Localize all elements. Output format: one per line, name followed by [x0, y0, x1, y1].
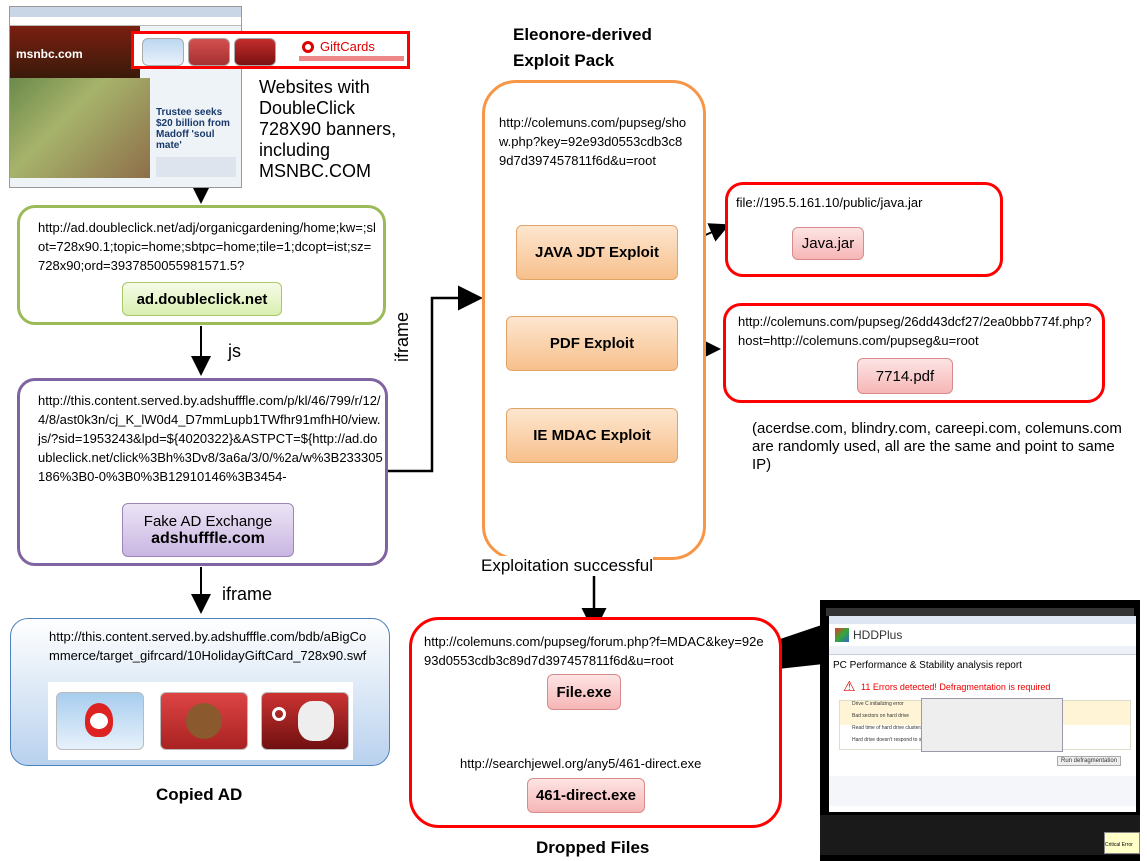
pdf-file: 7714.pdf [857, 358, 953, 394]
hdd-logo-icon [835, 628, 849, 642]
hdd-popup-title: Critical Error [1105, 842, 1133, 848]
adshufffle-label: Fake AD Exchange adshufffle.com [122, 503, 294, 557]
copied-ad-caption: Copied AD [156, 785, 243, 804]
hdd-error-row: Bad sectors on hard drive [852, 713, 909, 719]
dropped-box: http://colemuns.com/pupseg/forum.php?f=M… [409, 617, 782, 828]
adshufffle-label-top: Fake AD Exchange [143, 512, 273, 530]
doubleclick-url: http://ad.doubleclick.net/adj/organicgar… [38, 220, 376, 273]
adshufffle-url: http://this.content.served.by.adshufffle… [38, 393, 383, 484]
giftcard-brand: GiftCards [320, 39, 375, 54]
hdd-error-row: Drive C initializing error [852, 701, 904, 707]
copied-ad-banner [48, 682, 353, 760]
website-note-line: 728X90 banners, [259, 119, 397, 139]
website-thumbnail: msnbc.com Trustee seeks $20 billion from… [9, 6, 242, 188]
santa-red-card [261, 692, 349, 750]
exploitation-label: Exploitation successful [481, 556, 653, 576]
santa-card-small [142, 38, 184, 66]
hdd-report-title: PC Performance & Stability analysis repo… [833, 660, 1022, 671]
ie-mdac-exploit-button: IE MDAC Exploit [506, 408, 678, 463]
website-note-line: MSNBC.COM [259, 161, 371, 181]
thumb-headline: Trustee seeks $20 billion from Madoff 's… [156, 107, 230, 151]
pdf-exploit-button: PDF Exploit [506, 316, 678, 371]
exploit-pack-box: http://colemuns.com/pupseg/show.php?key=… [482, 80, 706, 560]
hdd-screenshot: HDDPlus PC Performance & Stability analy… [820, 600, 1140, 861]
dropped-url-2: http://searchjewel.org/any5/461-direct.e… [460, 756, 702, 771]
exploit-pack-title-line: Eleonore-derived [513, 25, 652, 44]
adshufffle-label-bottom: adshufffle.com [151, 529, 265, 547]
copied-ad-url: http://this.content.served.by.adshufffle… [49, 629, 367, 663]
website-note-line: Websites with [259, 77, 370, 97]
exploit-pack-title-line: Exploit Pack [513, 51, 615, 70]
doubleclick-label: ad.doubleclick.net [122, 282, 282, 316]
java-file: Java.jar [792, 227, 864, 260]
santa-card [56, 692, 144, 750]
warning-icon: ⚠ [843, 678, 856, 694]
exploit-pack-url: http://colemuns.com/pupseg/show.php?key=… [499, 115, 687, 168]
js-label: js [228, 341, 241, 361]
java-exploit-button: JAVA JDT Exploit [516, 225, 678, 280]
copied-ad-box: http://this.content.served.by.adshufffle… [10, 618, 390, 766]
website-note-line: including [259, 140, 331, 160]
target-logo-icon [302, 41, 314, 53]
java-box: file://195.5.161.10/public/java.jar Java… [725, 182, 1003, 277]
adshufffle-box: http://this.content.served.by.adshufffle… [17, 378, 388, 566]
bear-card-small [188, 38, 230, 66]
hdd-errors: 11 Errors detected! Defragmentation is r… [861, 682, 1051, 692]
pdf-url: http://colemuns.com/pupseg/26dd43dcf27/2… [738, 314, 1092, 348]
hdd-defrag-button[interactable]: Run defragmentation [1057, 756, 1122, 766]
dropped-file-1: File.exe [547, 674, 621, 710]
website-note-line: DoubleClick [259, 98, 356, 118]
doubleclick-box: http://ad.doubleclick.net/adj/organicgar… [17, 205, 386, 325]
domains-note: (acerdse.com, blindry.com, careepi.com, … [752, 420, 1122, 473]
bear-card [160, 692, 248, 750]
exploit-pack-title: Eleonore-derived Exploit Pack [513, 22, 652, 74]
website-note: Websites with DoubleClick 728X90 banners… [259, 77, 396, 182]
java-url: file://195.5.161.10/public/java.jar [736, 195, 923, 210]
iframe-label-lower: iframe [222, 584, 273, 604]
dropped-file-2: 461-direct.exe [527, 778, 645, 813]
pdf-box: http://colemuns.com/pupseg/26dd43dcf27/2… [723, 303, 1105, 403]
giftcard-banner: GiftCards [131, 31, 410, 69]
hdd-title: HDDPlus [853, 628, 903, 642]
dropped-caption: Dropped Files [536, 838, 650, 857]
dropped-url-1: http://colemuns.com/pupseg/forum.php?f=M… [424, 634, 764, 668]
arrow-adshufffle-to-pack [388, 285, 483, 473]
iframe-label-vertical: iframe [392, 311, 412, 362]
santa-red-card-small [234, 38, 276, 66]
thumb-site-name: msnbc.com [16, 47, 83, 61]
